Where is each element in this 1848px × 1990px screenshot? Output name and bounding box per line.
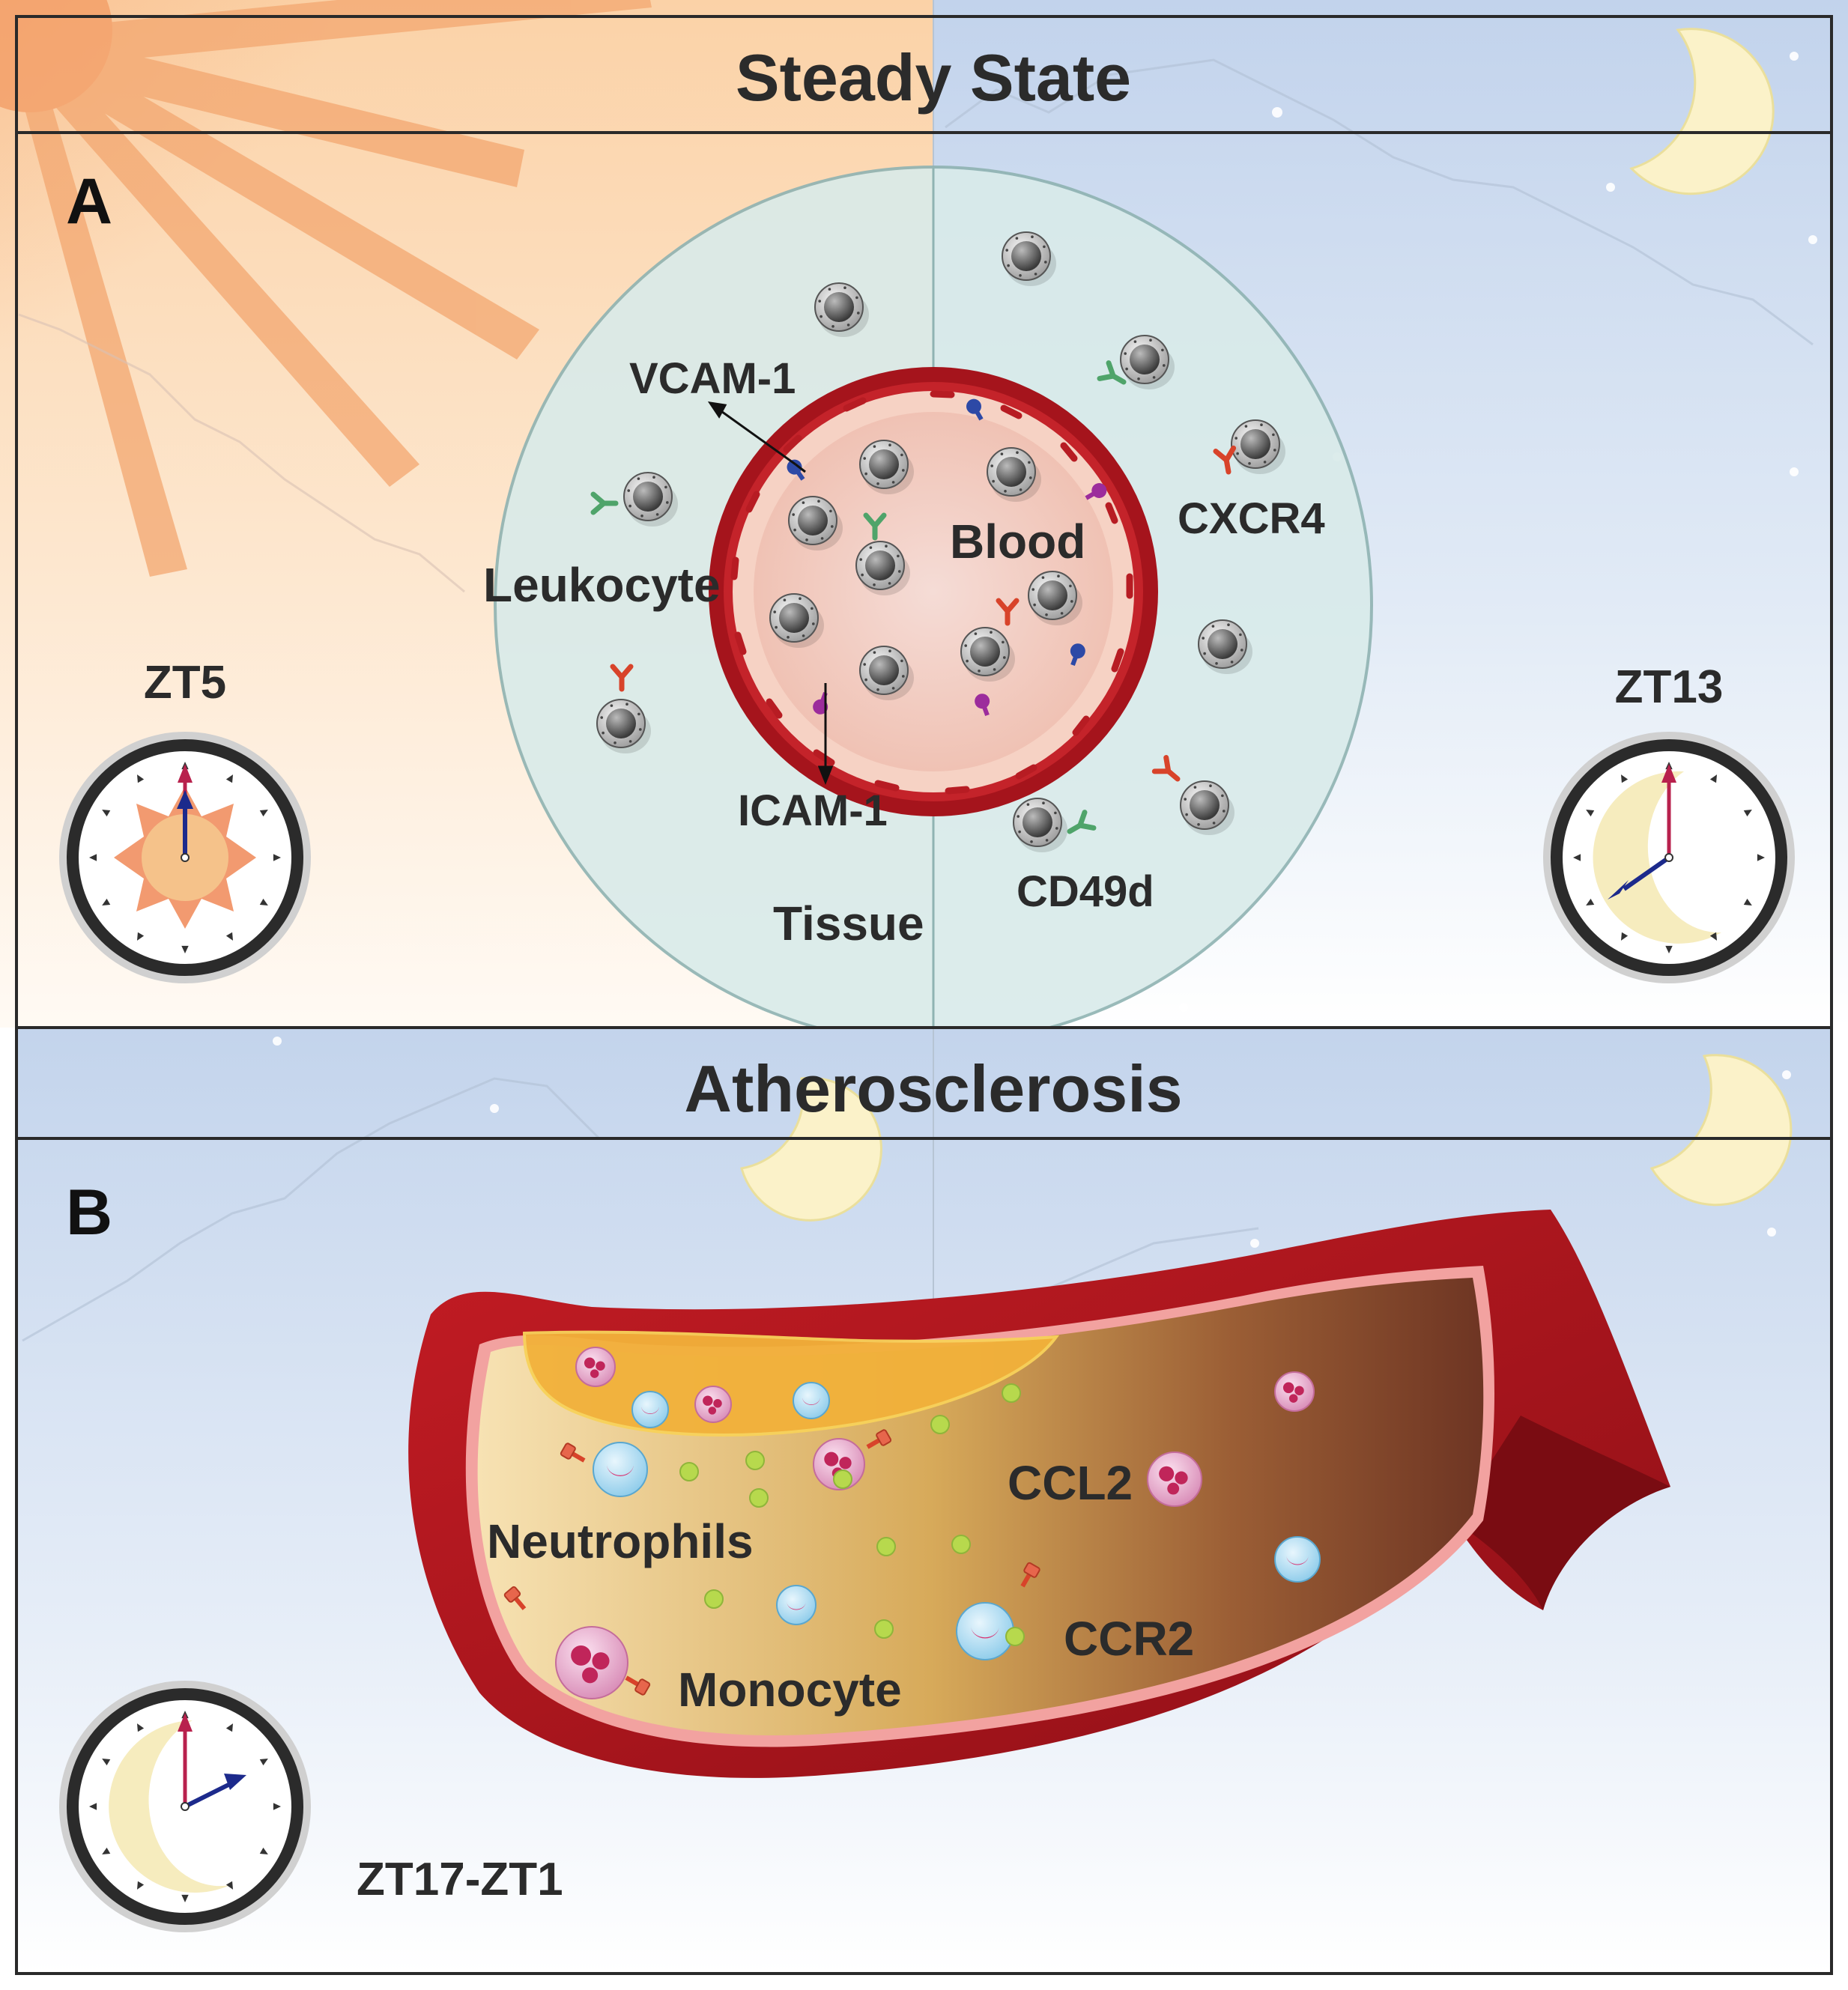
chemokine-dot-icon	[704, 1589, 724, 1609]
panel-b-frame	[15, 1026, 1833, 1975]
atherosclerosis-title: Atherosclerosis	[684, 1052, 1182, 1126]
ccr2-receptor-icon	[560, 1443, 586, 1463]
panel-a-background	[0, 0, 1848, 1028]
neutrophil-icon	[694, 1386, 732, 1423]
monocyte-icon	[631, 1391, 669, 1428]
receptor-icon	[1067, 810, 1097, 834]
receptor-icon	[590, 491, 619, 515]
chemokine-dot-icon	[876, 1537, 896, 1556]
panel-b-cells	[503, 1347, 1321, 1699]
chemokine-dot-icon	[930, 1415, 950, 1434]
receptor-icon	[1097, 360, 1127, 385]
monocyte-icon	[776, 1585, 817, 1625]
monocyte-icon	[956, 1602, 1014, 1660]
neutrophils-label: Neutrophils	[487, 1514, 754, 1568]
vessel-longitudinal	[408, 1210, 1671, 1778]
leukocyte-icon	[1231, 419, 1285, 474]
ccl2-label: CCL2	[1008, 1456, 1133, 1510]
chemokine-dot-icon	[951, 1535, 971, 1554]
cd49d-label: CD49d	[1017, 867, 1154, 916]
receptor-icon	[863, 512, 887, 541]
leukocyte-icon	[987, 447, 1041, 502]
tissue-label: Tissue	[773, 897, 924, 950]
clock-icon-zt5	[59, 732, 311, 983]
leukocyte-icon	[1180, 780, 1234, 835]
leukocyte-icon	[1120, 335, 1175, 389]
moon-icon	[1629, 28, 1775, 195]
leukocyte-label: Leukocyte	[483, 558, 721, 612]
leukocyte-icon	[1028, 571, 1082, 625]
chemokine-dot-icon	[1002, 1383, 1021, 1403]
leukocyte-icon	[855, 541, 910, 595]
leukocyte-icon	[623, 472, 678, 527]
steady-state-title: Steady State	[736, 40, 1131, 115]
moon-icon	[109, 1720, 231, 1893]
chemokine-dot-icon	[679, 1462, 699, 1481]
leukocyte-icon	[788, 496, 843, 550]
leukocyte-icon	[960, 627, 1015, 682]
clock-label-zt17-zt1: ZT17-ZT1	[357, 1854, 563, 1905]
receptor-icon	[1213, 445, 1237, 475]
receptor-icon	[996, 598, 1020, 626]
neutrophil-icon	[555, 1626, 628, 1699]
receptors-group	[590, 360, 1237, 834]
chemokine-dot-icon	[745, 1451, 765, 1470]
chemokine-dot-icon	[874, 1619, 894, 1639]
moon-icon	[740, 1076, 882, 1222]
adhesion-molecule-icon	[975, 694, 990, 717]
leukocyte-icon	[1198, 619, 1252, 674]
panel-b-letter: B	[66, 1177, 112, 1249]
ccr2-receptor-icon	[1020, 1562, 1040, 1588]
ccr2-receptor-icon	[503, 1586, 527, 1610]
leukocyte-icon	[859, 440, 914, 494]
adhesion-molecule-icon	[1070, 643, 1085, 667]
adhesion-molecule-icon	[1085, 483, 1107, 500]
leukocyte-icon	[1013, 798, 1067, 852]
ccr2-receptor-icon	[625, 1675, 651, 1696]
neutrophil-icon	[1274, 1371, 1315, 1412]
vcam1-label: VCAM-1	[629, 354, 796, 403]
moon-icon	[1593, 771, 1721, 944]
clock-ticks	[89, 762, 281, 953]
leukocyte-icon	[1002, 231, 1056, 286]
neutrophil-icon	[1147, 1451, 1202, 1507]
adhesion-molecule-icon	[966, 398, 984, 421]
blood-label: Blood	[950, 515, 1085, 568]
monocyte-icon	[593, 1442, 648, 1497]
icam1-label: ICAM-1	[738, 786, 888, 835]
leukocyte-icon	[769, 593, 824, 648]
moon-icon	[1649, 1054, 1793, 1207]
monocyte-icon	[1274, 1536, 1321, 1583]
leukocyte-icon	[859, 646, 914, 700]
clock-label-zt13: ZT13	[1615, 661, 1724, 713]
ccr2-label: CCR2	[1064, 1612, 1194, 1666]
adhesion-molecule-icon	[787, 459, 805, 481]
leukocyte-icon	[814, 282, 869, 337]
monocyte-icon	[793, 1382, 830, 1419]
cxcr4-label: CXCR4	[1178, 494, 1325, 543]
chemokine-dot-icon	[833, 1469, 852, 1489]
clock-icon-zt17-zt1	[59, 1681, 311, 1932]
receptor-icon	[1151, 755, 1181, 782]
receptor-icon	[610, 664, 634, 692]
panel-a-letter: A	[66, 166, 112, 237]
monocyte-label: Monocyte	[678, 1663, 902, 1717]
leukocyte-icon	[596, 699, 651, 753]
annotation-arrows	[707, 401, 834, 786]
neutrophil-icon	[575, 1347, 616, 1387]
clock-ticks	[1573, 762, 1765, 953]
clock-label-zt5: ZT5	[144, 657, 226, 709]
chemokine-dot-icon	[749, 1488, 769, 1508]
leukocytes-group	[596, 231, 1285, 852]
vessel-cross-section	[709, 367, 1158, 816]
sun-icon	[0, 0, 652, 577]
ccr2-receptor-icon	[866, 1429, 892, 1449]
clock-icon-zt13	[1543, 732, 1795, 983]
chemokine-dot-icon	[1005, 1627, 1025, 1646]
